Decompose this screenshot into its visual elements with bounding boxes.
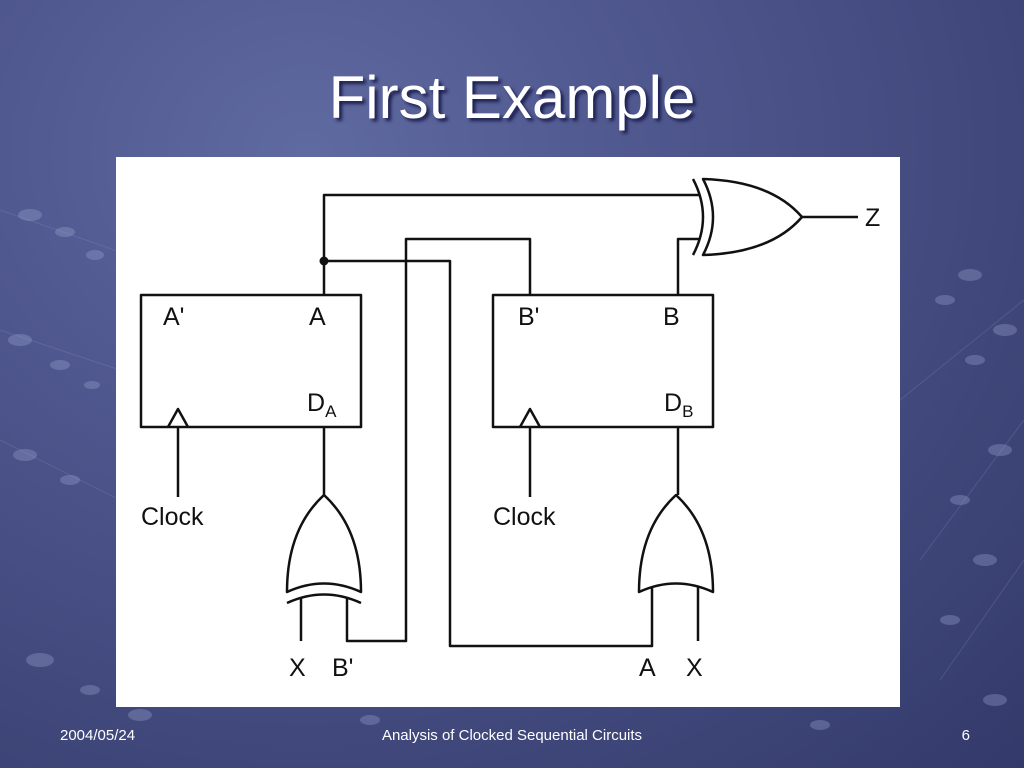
flipflop-a-box <box>139 293 363 429</box>
flipflop-a-clock-label: Clock <box>141 503 204 531</box>
input-xor-gate-a-extra-arc <box>286 593 362 605</box>
input-x-right-label: X <box>686 654 703 682</box>
wire-b-to-output-xor <box>676 237 699 295</box>
output-xor-extra-arc <box>691 178 705 256</box>
flipflop-a-clock-triangle <box>166 407 190 428</box>
footer-date: 2004/05/24 <box>60 727 136 744</box>
flipflop-a-q-label: A <box>309 303 326 331</box>
flipflop-a-d-label: DA <box>307 389 337 421</box>
output-xor-gate <box>701 177 804 257</box>
circuit-diagram: A' A DA Clock B' B DB Clock Z X B' A X <box>116 157 900 707</box>
flipflop-b-clock-label: Clock <box>493 503 556 531</box>
input-or-gate-b <box>637 493 715 594</box>
wire-b-prime <box>345 237 532 643</box>
wire-a-to-output-xor <box>322 193 699 295</box>
footer-title: Analysis of Clocked Sequential Circuits <box>381 727 643 744</box>
input-x-left-label: X <box>289 654 306 682</box>
flipflop-b-clock-triangle <box>518 407 542 428</box>
input-xor-gate-a <box>285 493 363 594</box>
flipflop-b-qbar-label: B' <box>518 303 539 331</box>
flipflop-b-d-label: DB <box>664 389 693 421</box>
slide-title: First Example <box>328 64 696 131</box>
junction-dot <box>319 256 329 266</box>
circuit-svg: A' A DA Clock B' B DB Clock Z X B' A X <box>139 177 880 682</box>
flipflop-a-qbar-label: A' <box>163 303 184 331</box>
footer-page-number: 6 <box>961 727 970 744</box>
input-b-prime-label: B' <box>332 654 353 682</box>
input-a-label: A <box>639 654 656 682</box>
wire-a-branch <box>324 259 654 648</box>
flipflop-b-q-label: B <box>663 303 680 331</box>
flipflop-b-box <box>491 293 715 429</box>
output-z-label: Z <box>865 204 880 232</box>
